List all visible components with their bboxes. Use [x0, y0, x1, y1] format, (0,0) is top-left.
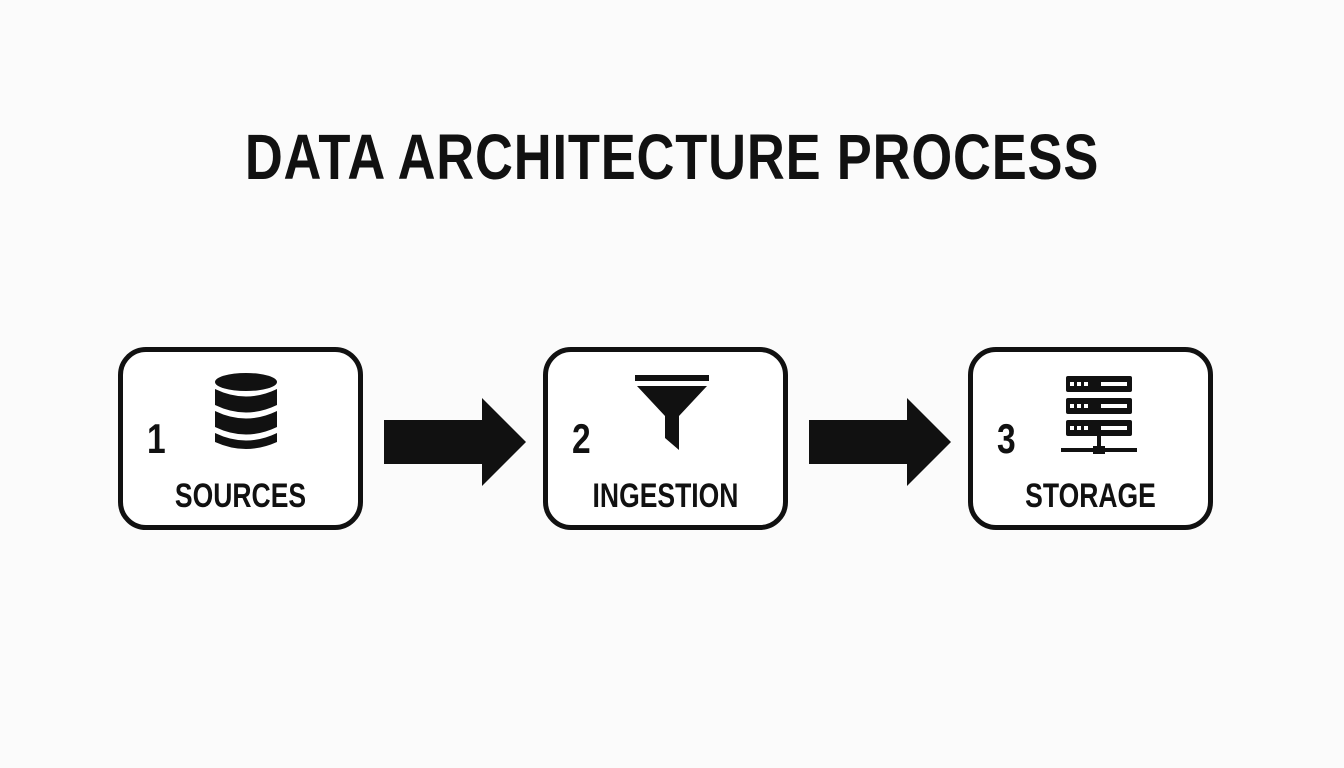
funnel-icon — [635, 375, 709, 450]
server-rack-icon — [1061, 376, 1137, 454]
arrow-right-icon — [384, 398, 526, 486]
step-box-storage: 3 STORAGE — [968, 347, 1213, 530]
step-box-ingestion: 2 INGESTION — [543, 347, 788, 530]
step-label: SOURCES — [174, 477, 307, 515]
step-box-sources: 1 SOURCES — [118, 347, 363, 530]
step-number: 3 — [997, 415, 1016, 462]
step-label: INGESTION — [592, 477, 739, 515]
diagram-title: DATA ARCHITECTURE PROCESS — [244, 121, 1100, 193]
arrow-right-icon — [809, 398, 951, 486]
step-label: STORAGE — [1025, 477, 1156, 515]
step-number: 2 — [572, 415, 591, 462]
step-number: 1 — [147, 415, 166, 462]
database-icon — [215, 373, 277, 449]
